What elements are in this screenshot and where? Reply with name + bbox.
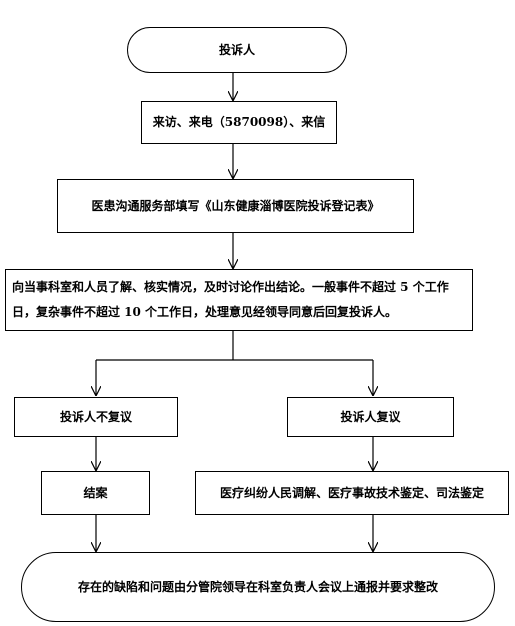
register-node-label: 医患沟通服务部填写《山东健康淄博医院投诉登记表》	[91, 198, 380, 213]
investigate-node-label: 向当事科室和人员了解、核实情况，及时讨论作出结论。一般事件不超过 5 个工作日，…	[12, 279, 449, 319]
channels-node-label: 来访、来电（5870098）、来信	[152, 115, 326, 130]
start-node: 投诉人	[127, 27, 347, 73]
case-closed-node: 结案	[41, 471, 150, 515]
branch-review-node: 投诉人复议	[287, 397, 454, 437]
final-node-label: 存在的缺陷和问题由分管院领导在科室负责人会议上通报并要求整改	[77, 579, 438, 594]
start-node-label: 投诉人	[218, 42, 255, 57]
branch-no-review-label: 投诉人不复议	[59, 409, 132, 424]
register-node: 医患沟通服务部填写《山东健康淄博医院投诉登记表》	[57, 179, 414, 233]
mediation-node: 医疗纠纷人民调解、医疗事故技术鉴定、司法鉴定	[195, 471, 509, 515]
case-closed-label: 结案	[83, 485, 108, 500]
branch-no-review-node: 投诉人不复议	[14, 397, 178, 437]
investigate-node: 向当事科室和人员了解、核实情况，及时讨论作出结论。一般事件不超过 5 个工作日，…	[5, 269, 473, 331]
mediation-label: 医疗纠纷人民调解、医疗事故技术鉴定、司法鉴定	[219, 485, 484, 500]
final-node: 存在的缺陷和问题由分管院领导在科室负责人会议上通报并要求整改	[21, 552, 495, 622]
channels-node: 来访、来电（5870098）、来信	[141, 101, 337, 144]
branch-review-label: 投诉人复议	[340, 409, 401, 424]
